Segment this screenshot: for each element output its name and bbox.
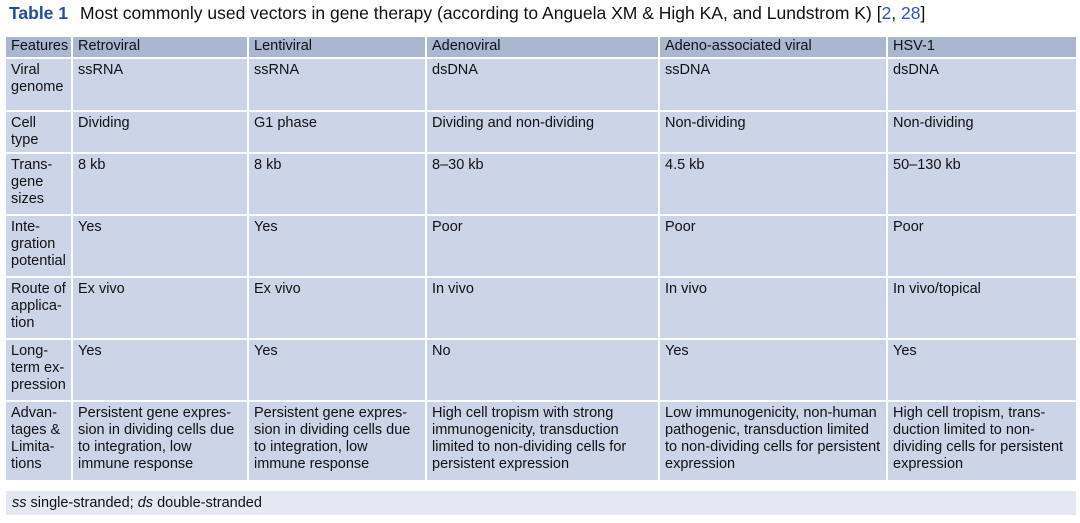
table-cell: ssDNA — [660, 59, 888, 112]
footnote-ss-abbr: ss — [12, 495, 27, 511]
citation-link-28[interactable]: 28 — [901, 3, 921, 23]
row-label: Route of applica-tion — [6, 278, 73, 340]
table-cell: Poor — [888, 216, 1076, 278]
table-row: Long-term ex-pression Yes Yes No Yes Yes — [6, 340, 1076, 402]
table-cell: Ex vivo — [249, 278, 427, 340]
table-cell: Persistent gene expres-sion in dividing … — [249, 402, 427, 482]
row-label: Long-term ex-pression — [6, 340, 73, 402]
header-cell: Features — [6, 37, 73, 59]
header-cell: Adeno-associated viral — [660, 37, 888, 59]
table-cell: Ex vivo — [73, 278, 249, 340]
table-cell: Poor — [660, 216, 888, 278]
footnote-ss-text: single-stranded; — [26, 495, 138, 511]
table-row: Cell type Dividing G1 phase Dividing and… — [6, 112, 1076, 154]
table-caption: Table 1 Most commonly used vectors in gen… — [9, 2, 925, 24]
table-cell: Yes — [73, 340, 249, 402]
table-cell: In vivo/topical — [888, 278, 1076, 340]
header-cell: Adenoviral — [427, 37, 660, 59]
table-cell: Yes — [249, 340, 427, 402]
table-cell: 50–130 kb — [888, 154, 1076, 216]
table-cell: Yes — [660, 340, 888, 402]
table-cell: 4.5 kb — [660, 154, 888, 216]
gene-therapy-vectors-table: Features Retroviral Lentiviral Adenovira… — [6, 37, 1076, 482]
header-cell: Retroviral — [73, 37, 249, 59]
table-cell: No — [427, 340, 660, 402]
row-label: Advan-tages & Limita-tions — [6, 402, 73, 482]
row-label: Inte-gration potential — [6, 216, 73, 278]
row-label: Viral genome — [6, 59, 73, 112]
table-cell: High cell tropism with strong immunogeni… — [427, 402, 660, 482]
table-cell: Yes — [73, 216, 249, 278]
caption-refs-sep: , — [891, 3, 902, 23]
header-cell: Lentiviral — [249, 37, 427, 59]
table-label: Table 1 — [9, 3, 69, 23]
table-cell: Dividing and non-dividing — [427, 112, 660, 154]
table-cell: In vivo — [427, 278, 660, 340]
table-footnote: ss single-stranded; ds double-stranded — [6, 491, 1076, 515]
footnote-ds-abbr: ds — [137, 495, 154, 511]
table-cell: Non-dividing — [888, 112, 1076, 154]
table-cell: dsDNA — [888, 59, 1076, 112]
table-cell: Non-dividing — [660, 112, 888, 154]
table-cell: ssRNA — [249, 59, 427, 112]
table-cell: 8 kb — [73, 154, 249, 216]
table-cell: Low immunogenicity, non-human pathogenic… — [660, 402, 888, 482]
table-cell: ssRNA — [73, 59, 249, 112]
table-row: Inte-gration potential Yes Yes Poor Poor… — [6, 216, 1076, 278]
header-cell: HSV-1 — [888, 37, 1076, 59]
table-cell: dsDNA — [427, 59, 660, 112]
table-cell: 8 kb — [249, 154, 427, 216]
table-row: Viral genome ssRNA ssRNA dsDNA ssDNA dsD… — [6, 59, 1076, 112]
caption-refs-close: ] — [920, 3, 926, 23]
table-row: Route of applica-tion Ex vivo Ex vivo In… — [6, 278, 1076, 340]
table-cell: Dividing — [73, 112, 249, 154]
table-cell: Persistent gene expres-sion in dividing … — [73, 402, 249, 482]
table-row: Trans-gene sizes 8 kb 8 kb 8–30 kb 4.5 k… — [6, 154, 1076, 216]
header-row: Features Retroviral Lentiviral Adenovira… — [6, 37, 1076, 59]
table-cell: High cell tropism, trans-duction limited… — [888, 402, 1076, 482]
table-cell: In vivo — [660, 278, 888, 340]
row-label: Cell type — [6, 112, 73, 154]
row-label: Trans-gene sizes — [6, 154, 73, 216]
table-cell: Yes — [888, 340, 1076, 402]
caption-refs-open: [ — [876, 3, 882, 23]
footnote-ds-text: double-stranded — [153, 495, 262, 511]
caption-text: Most commonly used vectors in gene thera… — [80, 3, 872, 23]
table-cell: 8–30 kb — [427, 154, 660, 216]
table-row: Advan-tages & Limita-tions Persistent ge… — [6, 402, 1076, 482]
citation-link-2[interactable]: 2 — [881, 3, 892, 23]
table-cell: Yes — [249, 216, 427, 278]
table-cell: Poor — [427, 216, 660, 278]
table-cell: G1 phase — [249, 112, 427, 154]
